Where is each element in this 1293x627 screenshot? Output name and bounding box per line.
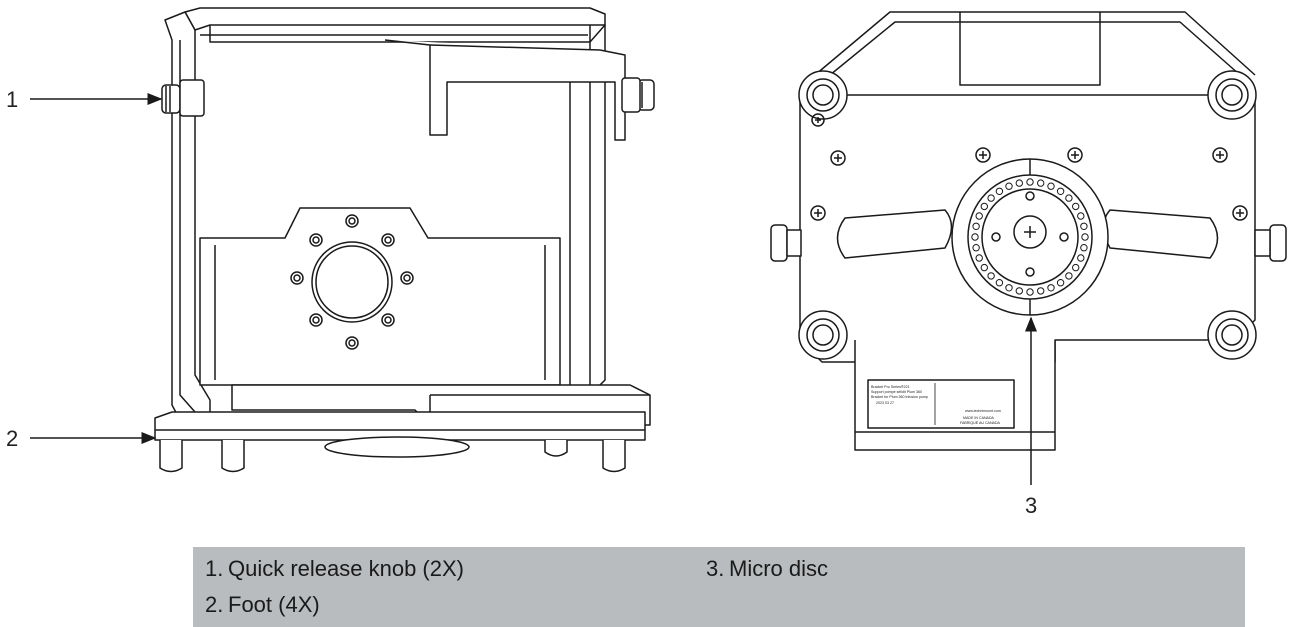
- bracket-rear-view: [770, 11, 1287, 451]
- disc-hole: [980, 202, 988, 211]
- label-web: www.technimount.com: [965, 409, 1001, 413]
- label-line-1: Bracket Pro Series®221: [871, 385, 910, 389]
- technical-drawing: Bracket Pro Series®221 Support pompe sél…: [30, 7, 1287, 485]
- feet: [159, 440, 626, 473]
- disc-hole: [987, 272, 995, 280]
- legend-item-2-number: 2.: [205, 592, 224, 617]
- legend-item-3-text: Micro disc: [729, 556, 829, 581]
- disc-hole: [1026, 178, 1034, 186]
- label-date: 2023 03 27: [876, 401, 894, 405]
- disc-hole: [1005, 182, 1013, 190]
- quick-release-knob-left: [161, 79, 205, 117]
- disc-hole: [975, 254, 983, 262]
- screws: [810, 113, 1248, 221]
- disc-hole: [972, 222, 980, 231]
- disc-hole: [995, 187, 1004, 196]
- legend-item-3-number: 3.: [706, 556, 725, 581]
- disc-hole: [1037, 179, 1045, 187]
- legend-item-1-number: 1.: [205, 556, 224, 581]
- disc-hole: [1081, 233, 1089, 241]
- callout-2-label: 2: [6, 426, 19, 451]
- label-fab: FABRIQUÉ AU CANADA: [960, 420, 1001, 425]
- legend-box: 1. Quick release knob (2X) 2. Foot (4X) …: [193, 547, 1245, 627]
- label-line-3: Bracket for Plum 360 infusion pump: [871, 395, 928, 399]
- disc-hole: [1065, 194, 1073, 202]
- disc-hole: [975, 212, 983, 220]
- disc-hole: [1072, 202, 1080, 211]
- label-made: MADE IN CANADA: [963, 416, 995, 420]
- disc-hole: [1047, 182, 1055, 190]
- disc-hole: [1056, 279, 1065, 287]
- legend-item-2-text: Foot (4X): [228, 592, 320, 617]
- disc-hole: [1065, 272, 1073, 280]
- disc-hole: [1037, 287, 1045, 295]
- disc-hole: [1077, 212, 1085, 220]
- disc-hole: [1056, 187, 1065, 196]
- disc-hole: [1015, 287, 1023, 295]
- disc-hole: [1080, 244, 1088, 252]
- disc-hole: [1080, 222, 1088, 231]
- quick-release-knob-right: [621, 77, 655, 113]
- disc-hole: [1072, 263, 1080, 272]
- micro-disc-holes: [971, 178, 1089, 296]
- corner-bosses: [798, 70, 1257, 360]
- disc-hole: [1015, 179, 1023, 187]
- disc-hole: [980, 263, 988, 272]
- micro-disc: [951, 158, 1109, 316]
- disc-hole: [972, 244, 980, 252]
- disc-hole: [1047, 284, 1055, 292]
- disc-hole: [987, 194, 995, 202]
- callout-3-label: 3: [1025, 493, 1038, 518]
- bracket-side-view: [154, 7, 655, 473]
- mounting-holes: [290, 214, 414, 350]
- disc-hole: [1077, 254, 1085, 262]
- label-line-2: Support pompe sélidit Plum 360: [871, 390, 922, 394]
- disc-hole: [1026, 288, 1034, 296]
- product-label-text: Bracket Pro Series®221 Support pompe sél…: [871, 385, 1001, 425]
- disc-hole: [1005, 284, 1013, 292]
- disc-hole: [995, 279, 1004, 287]
- disc-hole: [971, 233, 979, 241]
- callout-1-label: 1: [6, 87, 19, 112]
- legend-item-1-text: Quick release knob (2X): [228, 556, 464, 581]
